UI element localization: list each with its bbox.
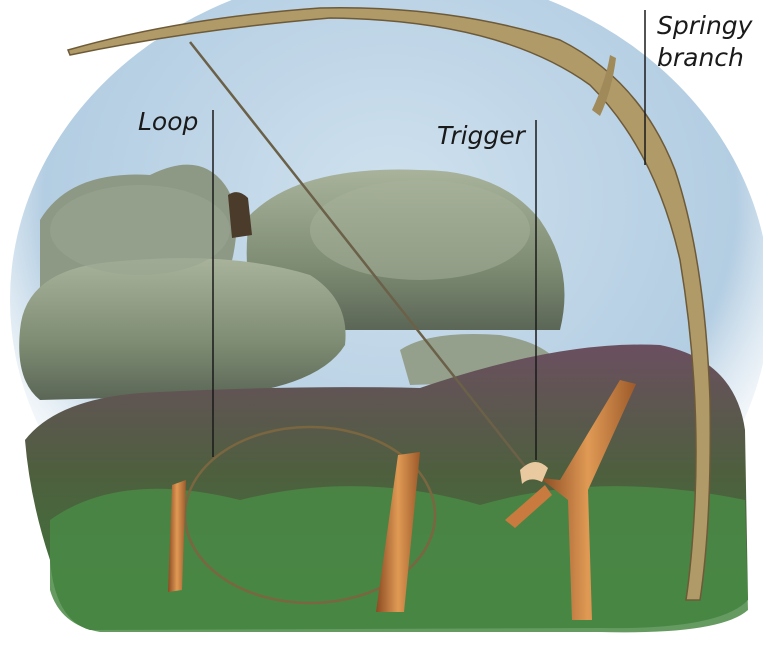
springy-branch-label-line1: Springy [657,10,752,42]
trigger-label: Trigger [437,120,525,152]
loop-label: Loop [138,106,198,138]
rock-pile [19,165,565,400]
springy-branch-label: Springy branch [657,10,752,74]
springy-branch-label-line2: branch [657,42,752,74]
